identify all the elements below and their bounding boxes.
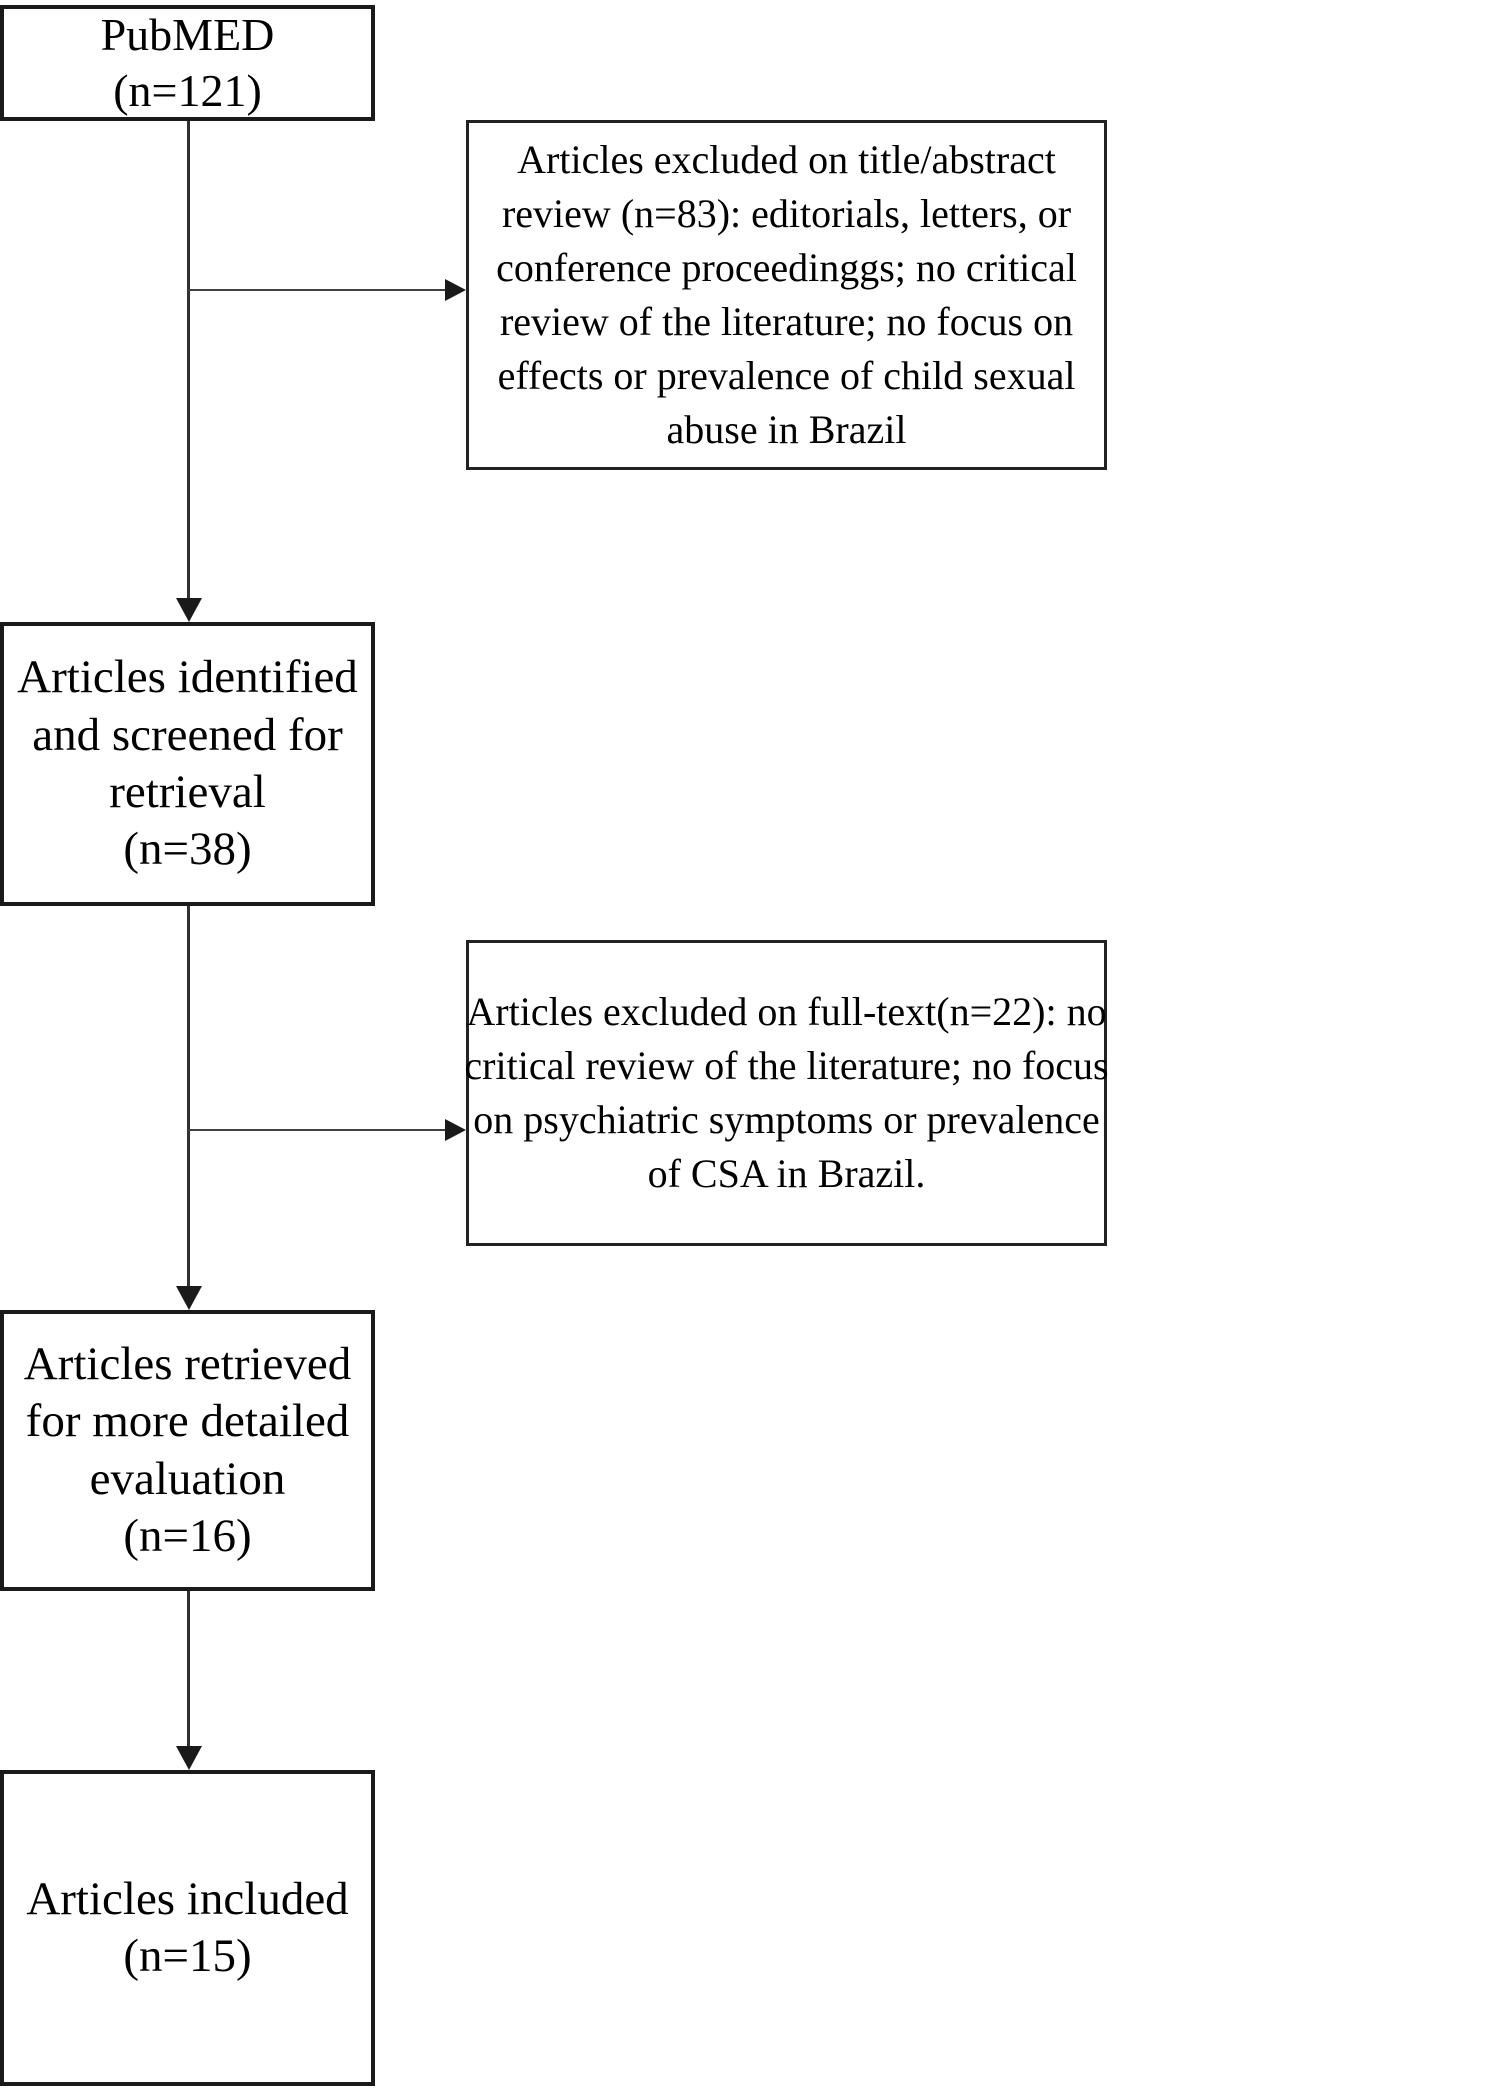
arrowhead-down-icon (176, 1286, 202, 1310)
flow-box-excluded-title-abstract-text: Articles excluded on title/abstract revi… (468, 133, 1105, 457)
flow-box-excluded-full-text: Articles excluded on full-text(n=22): no… (464, 940, 1109, 1246)
arrowhead-down-icon (176, 598, 202, 622)
flow-box-excluded-title-abstract: Articles excluded on title/abstract revi… (466, 120, 1107, 470)
arrowhead-right-icon (445, 279, 466, 301)
excluded-1-line-1: Articles excluded on title/abstract (517, 137, 1056, 182)
flow-box-retrieved: Articles retrieved for more detailed eva… (0, 1310, 375, 1591)
flow-box-screened-line-4: (n=38) (123, 823, 252, 876)
connector-screened-to-retrieved (187, 906, 190, 1286)
flow-box-source-line-2: (n=121) (113, 65, 262, 116)
flow-box-retrieved-line-2: for more detailed (25, 1395, 350, 1448)
flow-box-source-text: PubMED (n=121) (101, 7, 275, 119)
connector-branch-to-excluded-full-text (188, 1129, 445, 1131)
flow-box-retrieved-line-3: evaluation (89, 1452, 286, 1505)
arrowhead-right-icon (445, 1119, 466, 1141)
connector-branch-to-excluded-title-abstract (188, 289, 445, 291)
excluded-1-line-5: effects or prevalence of child sexual (497, 353, 1076, 398)
flow-box-source: PubMED (n=121) (0, 5, 375, 121)
excluded-1-line-2: review (n=83): editorials, letters, or (501, 191, 1072, 236)
flow-box-retrieved-line-1: Articles retrieved (23, 1337, 352, 1390)
excluded-1-line-3: conference proceedinggs; no critical (496, 245, 1077, 290)
flow-box-included-line-1: Articles included (26, 1872, 349, 1925)
flow-box-included-text: Articles included (n=15) (26, 1871, 348, 1986)
excluded-2-line-3: on psychiatric symptoms or prevalence (473, 1097, 1100, 1142)
flow-box-retrieved-line-4: (n=16) (123, 1509, 252, 1562)
excluded-2-line-2: critical review of the literature; no fo… (464, 1043, 1109, 1088)
excluded-1-line-6: abuse in Brazil (666, 407, 907, 452)
flow-box-screened-line-1: Articles identified (17, 651, 358, 704)
flow-box-retrieved-text: Articles retrieved for more detailed eva… (24, 1336, 352, 1565)
flow-box-screened-text: Articles identified and screened for ret… (17, 649, 358, 878)
excluded-2-line-1: Articles excluded on full-text(n=22): no (466, 989, 1107, 1034)
connector-source-to-screened (187, 121, 190, 599)
excluded-1-line-4: review of the literature; no focus on (499, 299, 1074, 344)
flow-box-screened-line-3: retrieval (109, 766, 266, 818)
flow-box-excluded-full-text-text: Articles excluded on full-text(n=22): no… (436, 985, 1136, 1201)
flow-box-screened-line-2: and screened for (32, 708, 343, 761)
connector-retrieved-to-included (187, 1591, 190, 1746)
flow-box-screened: Articles identified and screened for ret… (0, 622, 375, 906)
arrowhead-down-icon (176, 1746, 202, 1770)
excluded-2-line-4: of CSA in Brazil. (647, 1151, 926, 1196)
flow-box-source-line-1: PubMED (100, 8, 275, 60)
flow-box-included-line-2: (n=15) (123, 1930, 252, 1982)
flow-box-included: Articles included (n=15) (0, 1770, 375, 2086)
